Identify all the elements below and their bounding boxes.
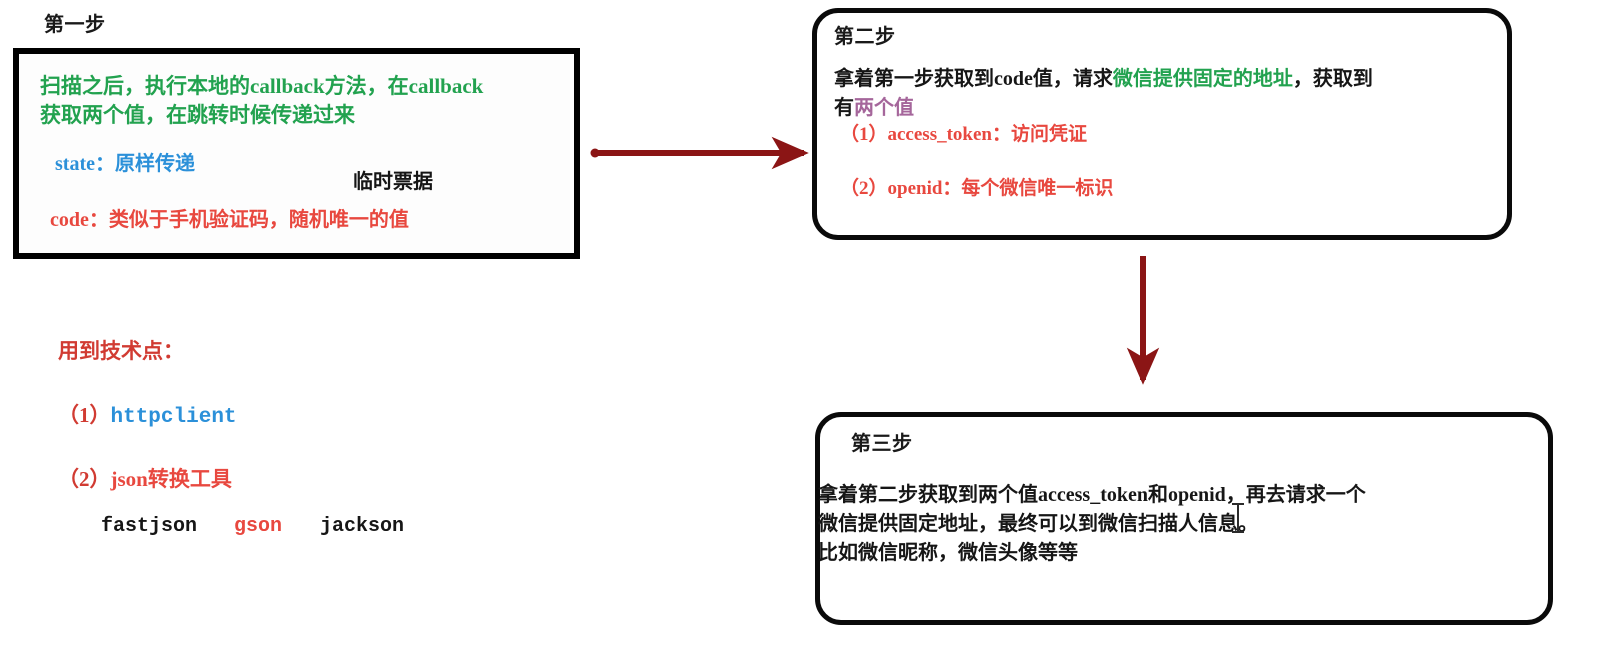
step2-line1-part-a: 拿着第一步获取到code值，请求	[834, 68, 1113, 90]
arrow-step1-to-step2-icon	[590, 136, 809, 170]
step2-box	[812, 8, 1512, 240]
tech-lib-gson: gson	[234, 515, 283, 538]
step2-line2-highlight: 两个值	[854, 97, 914, 119]
step1-state-line: state：原样传递	[55, 153, 195, 175]
step1-title: 第一步	[44, 14, 106, 36]
tech-lib-jackson: jackson	[320, 515, 405, 538]
step2-line-2: 有两个值	[834, 91, 914, 120]
step3-line-1: 拿着第二步获取到两个值access_token和openid，再去请求一个	[818, 484, 1366, 506]
step2-item-2: （2）openid：每个微信唯一标识	[840, 178, 1114, 199]
step3-box	[815, 412, 1553, 625]
tech-heading: 用到技术点：	[58, 339, 184, 363]
step1-code-line: code：类似于手机验证码，随机唯一的值	[50, 209, 409, 231]
step1-box	[13, 48, 580, 259]
tech-item-2-value: json转换工具	[110, 467, 232, 491]
step2-item-1: （1）access_token：访问凭证	[840, 124, 1087, 145]
arrow-step2-to-step3-icon	[1126, 256, 1160, 385]
step1-line-2: 获取两个值，在跳转时候传递过来	[40, 103, 355, 127]
tech-item-2: （2）json转换工具	[58, 463, 232, 493]
step3-line-3: 比如微信昵称，微信头像等等	[818, 542, 1078, 564]
step3-line-2: 微信提供固定地址，最终可以到微信扫描人信息。	[818, 513, 1258, 535]
step2-line2-part-a: 有	[834, 97, 854, 119]
tech-lib-fastjson: fastjson	[101, 515, 198, 538]
step3-title: 第三步	[851, 433, 913, 455]
step1-temp-ticket-note: 临时票据	[353, 171, 433, 193]
step1-line-1: 扫描之后，执行本地的callback方法，在callback	[40, 74, 484, 98]
step2-line-1: 拿着第一步获取到code值，请求微信提供固定的地址，获取到	[834, 62, 1373, 91]
tech-item-1: （1）httpclient	[58, 399, 237, 429]
step2-line1-highlight: 微信提供固定的地址	[1112, 68, 1293, 90]
step2-title: 第二步	[834, 26, 896, 48]
tech-item-1-prefix: （1）	[58, 403, 111, 427]
tech-item-1-value: httpclient	[110, 406, 237, 429]
step2-line1-part-c: ，获取到	[1292, 68, 1373, 90]
tech-item-2-prefix: （2）	[58, 467, 111, 491]
